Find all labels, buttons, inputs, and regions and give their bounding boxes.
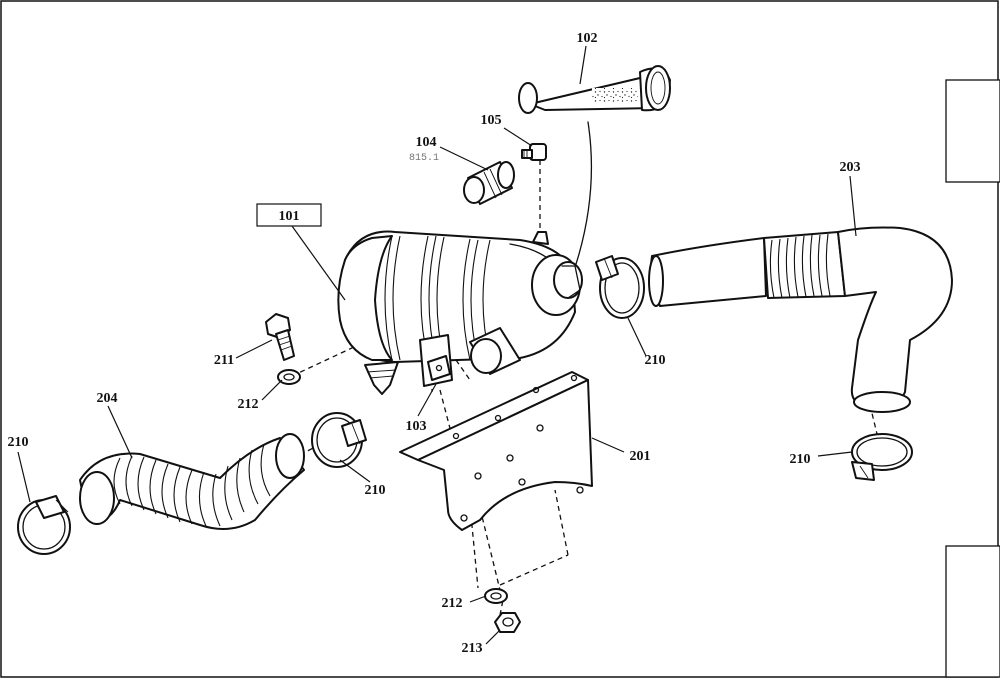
label-204: 204: [97, 391, 118, 406]
label-103: 103: [406, 419, 427, 434]
part-labels: 101 102 105 104 815.1 203 211 212 204 21…: [8, 31, 861, 656]
label-104: 104: [416, 135, 437, 150]
label-212-b: 212: [442, 596, 463, 611]
part-213-nut: [494, 612, 521, 633]
label-210-c: 210: [645, 353, 666, 368]
edge-tab-bottom: [945, 545, 1000, 678]
leader-lines: [17, 45, 857, 645]
part-101-air-filter: [337, 230, 583, 395]
part-105-fitting: [521, 143, 547, 161]
label-210-b: 210: [365, 483, 386, 498]
label-210-d: 210: [790, 452, 811, 467]
part-204-hose: [79, 433, 305, 530]
part-211-bolt: [265, 313, 295, 361]
label-211: 211: [214, 353, 234, 368]
label-105: 105: [481, 113, 502, 128]
label-213: 213: [462, 641, 483, 656]
label-210-a: 210: [8, 435, 29, 450]
part-212-washer-b: [484, 588, 508, 604]
part-212-washer-a: [277, 369, 301, 385]
label-212-a: 212: [238, 397, 259, 412]
label-101: 101: [279, 209, 300, 224]
part-201-bracket: [399, 371, 593, 531]
label-101-box: [256, 203, 322, 227]
edge-tab-top: [945, 79, 1000, 183]
part-104-indicator: [463, 161, 515, 205]
part-203-hose: [648, 226, 953, 413]
part-102-intake-pipe: [518, 65, 671, 290]
label-203: 203: [840, 160, 861, 175]
part-210-clamp-b: [311, 412, 367, 468]
label-201: 201: [630, 449, 651, 464]
part-210-clamp-a: [17, 495, 71, 555]
label-102: 102: [577, 31, 598, 46]
part-210-clamp-c: [595, 255, 645, 319]
part-210-clamp-d: [851, 433, 913, 481]
label-104-ref: 815.1: [409, 153, 439, 164]
part-103-mount: [427, 355, 451, 381]
